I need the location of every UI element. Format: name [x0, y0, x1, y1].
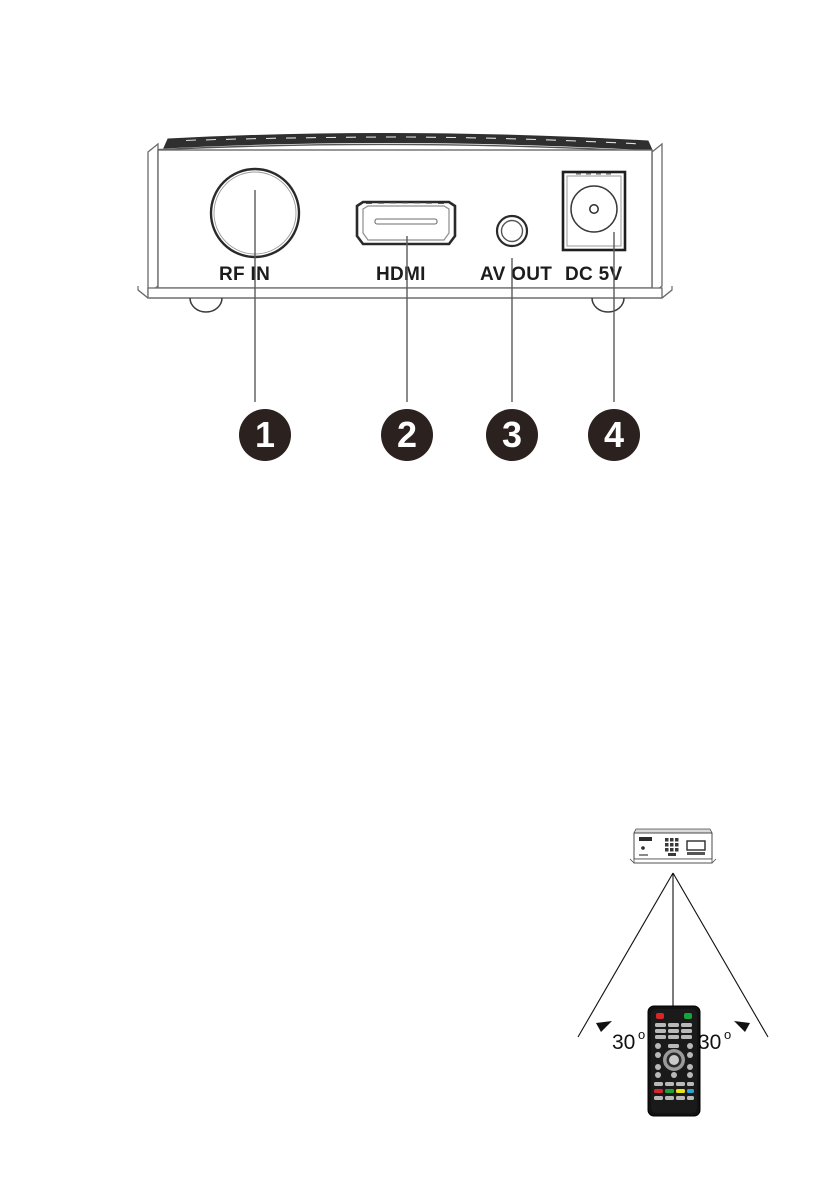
remote-control-illustration — [646, 1005, 702, 1117]
device-foot-left — [189, 297, 223, 313]
ir-cone-arrowheads — [596, 1021, 750, 1032]
remote-round-buttons — [655, 1043, 693, 1058]
remote-mute-button — [684, 1013, 692, 1019]
remote-ok-button — [669, 1055, 679, 1065]
angle-label-left: 30 o — [612, 1027, 645, 1054]
dc-5v-label: DC 5V — [565, 264, 622, 285]
angle-right-value: 30 — [698, 1031, 721, 1054]
mini-box-indicator — [641, 846, 645, 850]
remote-dpad — [663, 1049, 685, 1071]
dc-power-port — [561, 170, 627, 252]
remote-function-buttons — [654, 1082, 694, 1086]
hdmi-port — [355, 200, 457, 246]
av-out-label: AV OUT — [480, 264, 552, 285]
remote-power-button — [656, 1013, 664, 1019]
remote-upper-buttons — [655, 1023, 692, 1039]
mini-box-display — [665, 838, 679, 856]
remote-color-buttons — [654, 1089, 694, 1093]
av-out-port — [495, 214, 529, 248]
callout-badge-2: 2 — [381, 409, 433, 461]
mini-set-top-box — [629, 828, 717, 864]
remote-side-buttons — [655, 1064, 693, 1078]
rear-panel-figure: RF IN HDMI AV OUT DC 5V — [0, 0, 839, 500]
angle-left-value: 30 — [612, 1031, 635, 1054]
rf-in-label: RF IN — [219, 264, 270, 285]
angle-label-right: 30 o — [698, 1027, 731, 1054]
callout-badge-4: 4 — [588, 409, 640, 461]
mini-box-usb-shadow — [687, 852, 705, 855]
angle-left-degree-symbol: o — [638, 1027, 645, 1042]
mini-box-usb-port — [686, 840, 706, 851]
remote-bottom-buttons — [654, 1096, 694, 1100]
callout-badge-1: 1 — [239, 409, 291, 461]
remote-green-button — [665, 1089, 674, 1093]
callout-badge-3: 3 — [486, 409, 538, 461]
callout-leader-lines — [254, 190, 615, 402]
hdmi-label: HDMI — [376, 264, 426, 285]
device-foot-right — [591, 297, 625, 313]
remote-yellow-button — [676, 1089, 685, 1093]
remote-blue-button — [687, 1089, 694, 1093]
mini-box-logo — [639, 837, 652, 841]
remote-red-button — [654, 1089, 663, 1093]
angle-right-degree-symbol: o — [724, 1027, 731, 1042]
